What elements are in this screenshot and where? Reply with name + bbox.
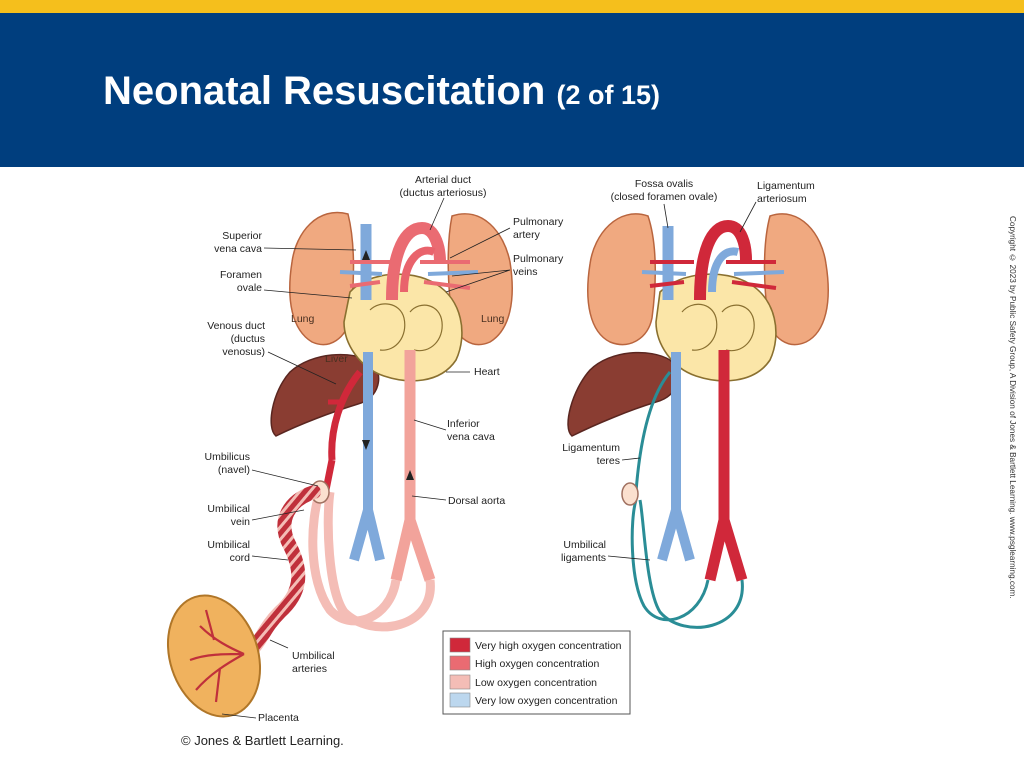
- newborn-umbilical-ligament-2: [638, 499, 744, 629]
- label-umbilicus: Umbilicus: [204, 451, 250, 463]
- label-arterial-duct: Arterial duct: [415, 174, 471, 186]
- label-umbilical-vein-2: vein: [231, 516, 250, 528]
- label-fossa-ovalis: Fossa ovalis: [635, 178, 693, 190]
- fetal-left-lung: [289, 211, 355, 346]
- label-liver: Liver: [325, 353, 348, 365]
- label-umbilical-ligaments: Umbilical: [563, 539, 606, 551]
- top-accent-stripe: [0, 0, 1024, 13]
- fetal-liver: [270, 353, 380, 437]
- slide-title-counter: (2 of 15): [556, 80, 660, 110]
- label-ligamentum-teres: Ligamentum: [562, 442, 620, 454]
- label-pulmonary-artery: Pulmonary: [513, 216, 564, 228]
- legend-swatch-very-low: [449, 692, 471, 708]
- newborn-right-lung: [763, 213, 829, 346]
- label-right-lung: Lung: [481, 313, 505, 325]
- label-venous-duct-3: venosus): [222, 346, 265, 358]
- label-ligamentum-arteriosum: Ligamentum: [757, 180, 815, 192]
- slide-title-main: Neonatal Resuscitation: [103, 69, 546, 113]
- label-foramen-ovale-2: ovale: [237, 282, 262, 294]
- fetal-circulation: Arterial duct (ductus arteriosus) Superi…: [166, 174, 564, 724]
- legend-box: [442, 630, 631, 715]
- oxygen-legend: Very high oxygen concentration High oxyg…: [442, 630, 631, 715]
- label-placenta: Placenta: [258, 712, 299, 724]
- fetal-inferior-vena-cava: [349, 352, 385, 562]
- label-umbilical-arteries: Umbilical: [292, 650, 335, 662]
- newborn-pulmonary-artery: [708, 247, 740, 293]
- label-ligamentum-arteriosum-2: arteriosum: [757, 193, 807, 205]
- legend-swatch-low: [449, 674, 471, 690]
- newborn-dorsal-aorta: [704, 350, 748, 582]
- label-pulmonary-veins: Pulmonary: [513, 253, 564, 265]
- legend-label-very-high: Very high oxygen concentration: [475, 640, 622, 652]
- slide-title: Neonatal Resuscitation (2 of 15): [103, 68, 660, 118]
- label-pulmonary-veins-2: veins: [513, 266, 538, 278]
- label-inferior-vena-cava-2: vena cava: [447, 431, 495, 443]
- label-umbilical-arteries-2: arteries: [292, 663, 327, 675]
- legend-label-low: Low oxygen concentration: [475, 677, 597, 689]
- label-superior-vena-cava: Superior: [222, 230, 262, 242]
- newborn-umbilicus: [621, 482, 639, 506]
- label-superior-vena-cava-2: vena cava: [214, 243, 262, 255]
- newborn-ligamentum-teres: [634, 371, 672, 493]
- label-arterial-duct-latin: (ductus arteriosus): [400, 187, 487, 199]
- label-umbilical-ligaments-2: ligaments: [561, 552, 606, 564]
- fetal-aortic-arch: [386, 221, 446, 301]
- newborn-circulation: Fossa ovalis (closed foramen ovale) Liga…: [561, 178, 829, 629]
- label-pulmonary-artery-2: artery: [513, 229, 541, 241]
- label-heart: Heart: [474, 366, 500, 378]
- newborn-aortic-arch: [694, 219, 752, 301]
- fetal-umbilical-cord: [243, 485, 321, 659]
- label-umbilicus-2: (navel): [218, 464, 250, 476]
- label-ligamentum-teres-2: teres: [597, 455, 620, 467]
- fetal-dorsal-aorta: [390, 350, 436, 582]
- legend-swatch-high: [449, 655, 471, 671]
- label-left-lung: Lung: [291, 313, 315, 325]
- newborn-inferior-vena-cava: [657, 352, 695, 562]
- fetal-umbilical-artery-loop: [308, 490, 401, 626]
- label-venous-duct: Venous duct: [207, 320, 265, 332]
- fetal-right-lung: [447, 213, 513, 346]
- legend-swatch-very-high: [449, 637, 471, 653]
- label-foramen-ovale: Foramen: [220, 269, 262, 281]
- fetal-umbilical-artery-loop-2: [323, 491, 435, 632]
- fetal-venous-duct: [328, 369, 363, 461]
- label-inferior-vena-cava: Inferior: [447, 418, 480, 430]
- newborn-umbilical-ligament: [630, 499, 710, 622]
- label-dorsal-aorta: Dorsal aorta: [448, 495, 505, 507]
- header-band: [0, 13, 1024, 167]
- label-fossa-ovalis-2: (closed foramen ovale): [611, 191, 718, 203]
- legend-label-high: High oxygen concentration: [475, 658, 599, 670]
- legend-label-very-low: Very low oxygen concentration: [475, 695, 618, 707]
- footer-copyright: © Jones & Bartlett Learning.: [181, 733, 344, 748]
- newborn-liver: [567, 351, 679, 437]
- label-umbilical-cord-2: cord: [230, 552, 251, 564]
- label-venous-duct-2: (ductus: [231, 333, 265, 345]
- side-copyright: Copyright © 2023 by Public Safety Group,…: [1008, 216, 1017, 599]
- fetal-pulmonary-artery: [400, 246, 436, 293]
- newborn-left-lung: [587, 213, 657, 346]
- label-umbilical-cord: Umbilical: [207, 539, 250, 551]
- fetal-placenta: [166, 594, 262, 718]
- label-umbilical-vein: Umbilical: [207, 503, 250, 515]
